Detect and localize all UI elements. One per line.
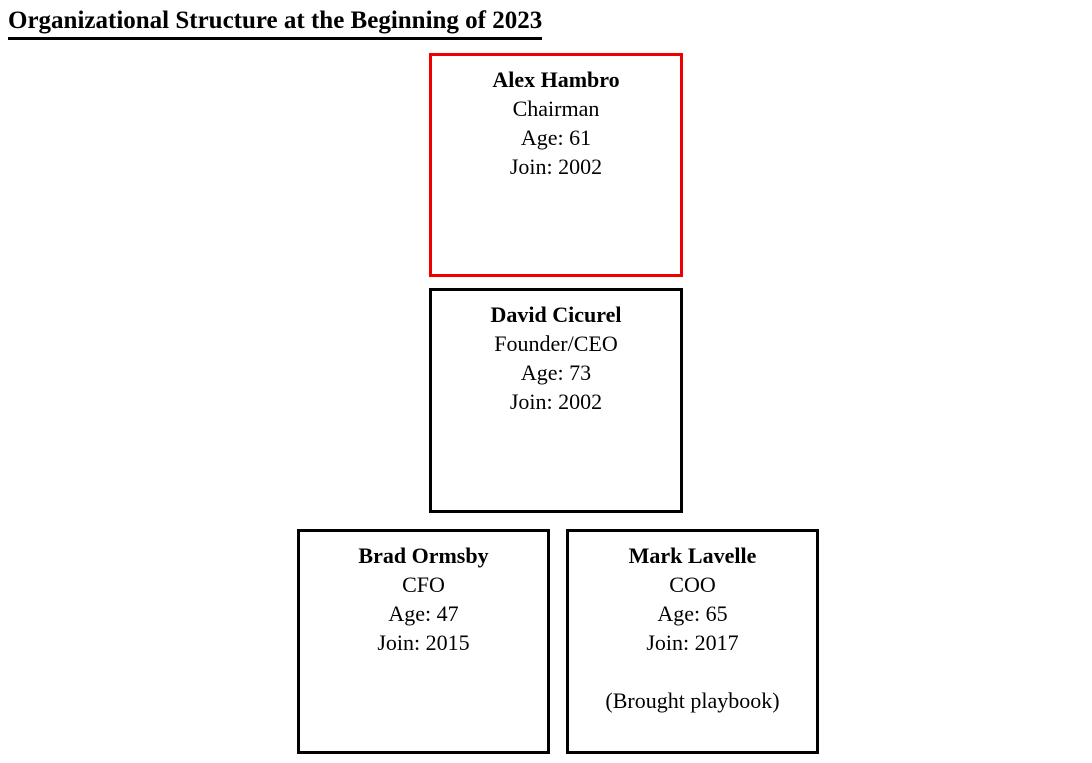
org-node-founder-ceo[interactable]: David Cicurel Founder/CEO Age: 73 Join: …: [429, 288, 683, 513]
org-node-spacer: [569, 657, 816, 686]
org-node-join: Join: 2002: [509, 389, 603, 414]
org-node-chairman[interactable]: Alex Hambro Chairman Age: 61 Join: 2002: [429, 53, 683, 277]
org-node-name: Brad Ormsby: [358, 543, 489, 568]
org-node-age: Age: 73: [520, 360, 592, 385]
org-node-join: Join: 2015: [377, 630, 470, 655]
org-node-name: Mark Lavelle: [628, 543, 757, 568]
org-node-join: Join: 2017: [646, 630, 739, 655]
org-node-role: Founder/CEO: [494, 331, 618, 356]
org-node-name: David Cicurel: [490, 302, 622, 327]
page-title: Organizational Structure at the Beginnin…: [8, 6, 543, 40]
org-node-age: Age: 65: [657, 601, 728, 626]
org-node-coo[interactable]: Mark Lavelle COO Age: 65 Join: 2017 (Bro…: [566, 529, 819, 754]
org-node-cfo[interactable]: Brad Ormsby CFO Age: 47 Join: 2015: [297, 529, 550, 754]
org-node-note: (Brought playbook): [605, 688, 780, 713]
org-node-role: COO: [669, 572, 716, 597]
org-node-role: CFO: [402, 572, 445, 597]
org-node-name: Alex Hambro: [492, 67, 620, 92]
org-node-age: Age: 47: [388, 601, 459, 626]
org-node-role: Chairman: [512, 96, 600, 121]
org-node-join: Join: 2002: [509, 154, 603, 179]
org-node-age: Age: 61: [520, 125, 592, 150]
